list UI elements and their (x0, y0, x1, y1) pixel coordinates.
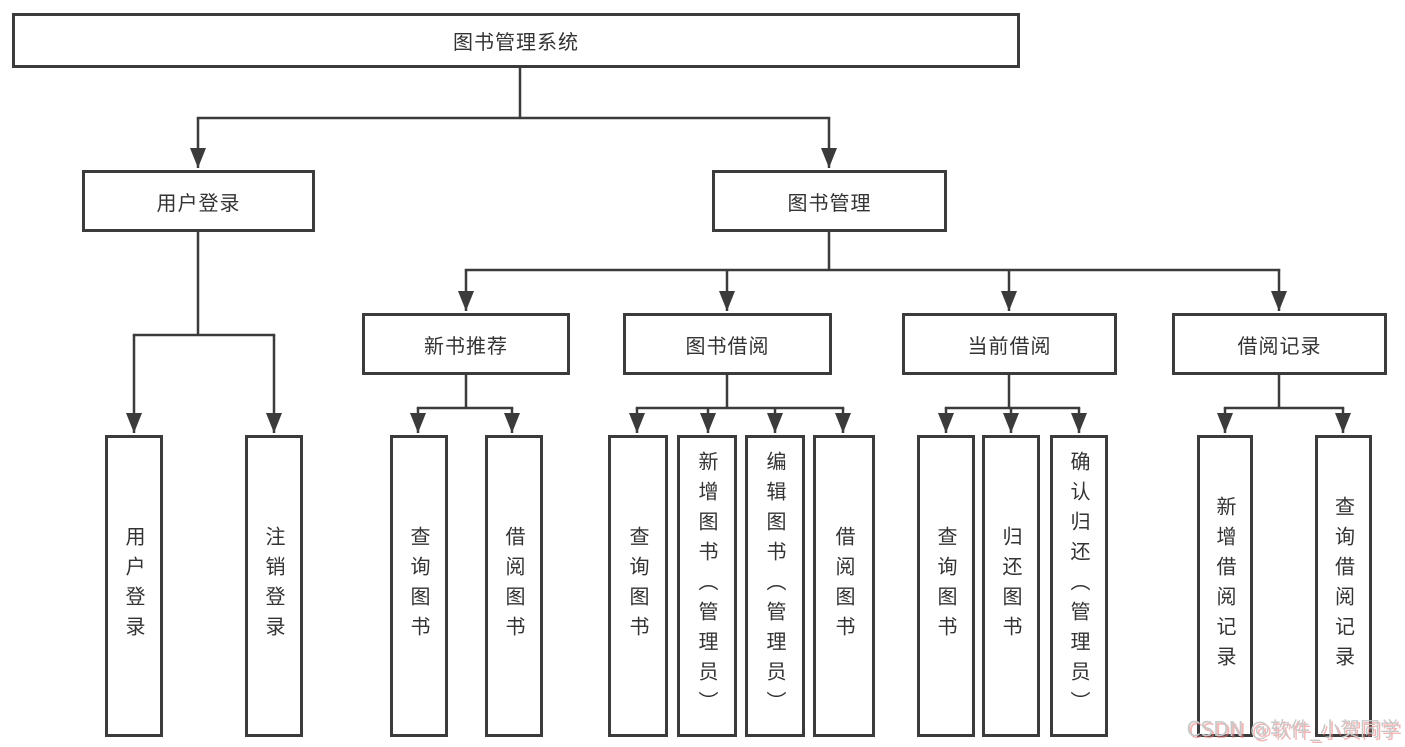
leaf-confirm-return-admin: 确认归还（管理员） (1050, 435, 1108, 737)
node-label: 注销登录 (262, 526, 286, 646)
node-label: 当前借阅 (967, 333, 1052, 358)
node-label: 借阅图书 (502, 526, 526, 646)
leaf-user-login: 用户登录 (105, 435, 163, 737)
node-label: 新增借阅记录 (1213, 496, 1237, 676)
node-label: 查询借阅记录 (1331, 496, 1356, 676)
node-book-management: 图书管理 (712, 170, 947, 232)
leaf-logout: 注销登录 (245, 435, 303, 737)
node-label: 图书管理 (787, 190, 872, 215)
node-library-management-system: 图书管理系统 (12, 13, 1020, 68)
leaf-borrow-books: 借阅图书 (813, 435, 875, 737)
node-label: 查询图书 (626, 526, 650, 646)
leaf-query-books-borrowing: 查询图书 (608, 435, 668, 737)
node-label: 归还图书 (999, 526, 1023, 646)
node-borrowing-records: 借阅记录 (1172, 313, 1387, 375)
leaf-edit-book-admin: 编辑图书（管理员） (745, 435, 805, 737)
leaf-query-books-recommend: 查询图书 (390, 435, 448, 737)
node-label: 新书推荐 (424, 333, 508, 358)
node-label: 查询图书 (407, 526, 431, 646)
node-label: 编辑图书（管理员） (763, 451, 787, 721)
node-label: 用户登录 (156, 190, 241, 215)
leaf-borrow-books-recommend: 借阅图书 (485, 435, 543, 737)
leaf-return-books: 归还图书 (982, 435, 1040, 737)
node-label: 借阅图书 (832, 526, 856, 646)
leaf-query-books-current: 查询图书 (917, 435, 975, 737)
node-label: 图书借阅 (685, 333, 770, 358)
node-label: 借阅记录 (1237, 333, 1322, 358)
csdn-watermark: CSDN @软件_小贺同学 (1186, 717, 1400, 741)
node-user-login: 用户登录 (82, 170, 315, 232)
leaf-query-borrow-record: 查询借阅记录 (1315, 435, 1372, 737)
node-current-borrowing: 当前借阅 (902, 313, 1117, 375)
node-label: 确认归还（管理员） (1067, 451, 1091, 721)
node-book-borrowing: 图书借阅 (623, 313, 832, 375)
node-label: 查询图书 (934, 526, 958, 646)
connector-trunks (132, 66, 1345, 410)
leaf-add-borrow-record: 新增借阅记录 (1197, 435, 1253, 737)
node-new-book-recommend: 新书推荐 (362, 313, 570, 375)
node-label: 图书管理系统 (453, 30, 579, 54)
connector-arrows (126, 118, 1351, 433)
leaf-add-book-admin: 新增图书（管理员） (677, 435, 737, 737)
node-label: 用户登录 (122, 526, 146, 646)
node-label: 新增图书（管理员） (695, 451, 719, 721)
